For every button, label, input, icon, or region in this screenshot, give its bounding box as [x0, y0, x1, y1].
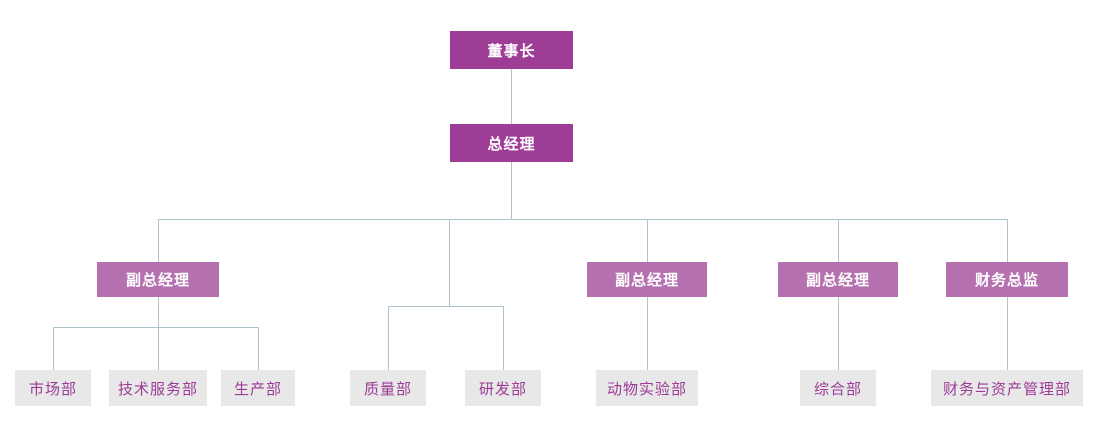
node-production-dept: 生产部: [221, 370, 295, 406]
connector-line: [53, 327, 258, 328]
connector-line: [158, 327, 159, 370]
connector-line: [647, 219, 648, 262]
node-deputy-gm-2: 副总经理: [587, 262, 707, 297]
node-finance-asset-dept: 财务与资产管理部: [931, 370, 1083, 406]
connector-line: [258, 327, 259, 370]
node-deputy-gm-1: 副总经理: [97, 262, 219, 297]
connector-line: [503, 306, 504, 370]
node-finance-director: 财务总监: [946, 262, 1068, 297]
connector-line: [388, 306, 389, 370]
node-general-affairs-dept: 综合部: [800, 370, 876, 406]
connector-line: [158, 297, 159, 327]
connector-line: [838, 297, 839, 370]
node-chairman: 董事长: [450, 31, 573, 69]
node-general-manager: 总经理: [450, 124, 573, 162]
connector-line: [53, 327, 54, 370]
connector-line: [647, 297, 648, 370]
connector-line: [158, 219, 159, 262]
node-quality-dept: 质量部: [350, 370, 426, 406]
node-deputy-gm-3: 副总经理: [778, 262, 898, 297]
connector-line: [511, 162, 512, 219]
connector-line: [388, 306, 503, 307]
node-animal-lab-dept: 动物实验部: [596, 370, 698, 406]
connector-line: [511, 69, 512, 124]
connector-line: [158, 219, 1007, 220]
node-marketing-dept: 市场部: [15, 370, 91, 406]
connector-line: [1007, 297, 1008, 370]
node-rd-dept: 研发部: [465, 370, 541, 406]
connector-line: [1007, 219, 1008, 262]
connector-line: [449, 219, 450, 306]
node-tech-service-dept: 技术服务部: [109, 370, 207, 406]
connector-line: [838, 219, 839, 262]
